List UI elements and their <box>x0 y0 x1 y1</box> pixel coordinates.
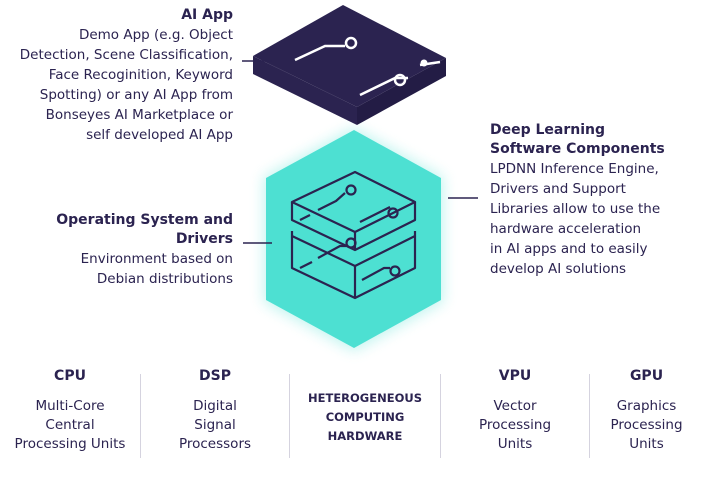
deep-learning-line: Drivers and Support <box>490 181 626 197</box>
hardware-title: CPU <box>54 368 86 384</box>
hardware-title: GPU <box>629 368 664 384</box>
hardware-line: Multi-Core <box>35 398 105 414</box>
circuit-box-icon <box>253 5 446 125</box>
hardware-line: Processing <box>478 417 552 433</box>
deep-learning-line: hardware acceleration <box>490 221 642 237</box>
hardware-line: Units <box>497 436 533 452</box>
divider <box>289 374 290 458</box>
hardware-line: Processing <box>610 417 683 433</box>
deep-learning-line: Libraries allow to use the <box>490 201 661 217</box>
hardware-heterogeneous: HETEROGENEOUS COMPUTING HARDWARE <box>290 389 440 480</box>
hardware-line: Vector <box>493 398 537 414</box>
ai-app-line: Demo App (e.g. Object <box>78 27 233 43</box>
hardware-line: Processing Units <box>14 436 126 452</box>
ai-app-line: Detection, Scene Classification, <box>19 47 233 63</box>
hardware-line: Units <box>629 436 664 452</box>
hardware-line: Processors <box>178 436 252 452</box>
ai-app-title: AI App <box>181 7 233 23</box>
deep-learning-title: Deep Learning <box>490 122 606 138</box>
deep-learning-description: Deep Learning Software Components LPDNN … <box>490 121 665 279</box>
ai-app-line: Face Recoginition, Keyword <box>48 67 233 83</box>
os-line: Debian distributions <box>96 271 233 287</box>
hardware-gpu: GPU Graphics Processing Units <box>590 367 703 458</box>
hardware-title: DSP <box>199 368 231 384</box>
diagram-artwork <box>242 5 478 351</box>
deep-learning-title: Software Components <box>490 141 665 157</box>
divider <box>440 374 441 458</box>
deep-learning-line: in AI apps and to easily <box>490 241 648 257</box>
hardware-cpu: CPU Multi-Core Central Processing Units <box>0 367 140 458</box>
hardware-hetero-line: HETEROGENEOUS <box>308 391 422 405</box>
hardware-line: Central <box>45 417 95 433</box>
stacked-circuit-boxes-icon <box>290 170 417 300</box>
hardware-dsp: DSP Digital Signal Processors <box>141 367 289 458</box>
ai-app-line: self developed AI App <box>86 127 233 143</box>
ai-app-line: Bonseyes AI Marketplace or <box>45 107 233 123</box>
hardware-line: Digital <box>193 398 237 414</box>
hardware-hetero-line: COMPUTING <box>325 410 405 424</box>
os-line: Environment based on <box>80 251 233 267</box>
ai-app-description: AI App Demo App (e.g. Object Detection, … <box>20 6 233 145</box>
divider <box>140 374 141 458</box>
os-description: Operating System and Drivers Environment… <box>0 211 233 289</box>
os-title: Operating System and Drivers <box>56 212 233 247</box>
hardware-title: VPU <box>498 368 532 384</box>
divider <box>589 374 590 458</box>
ai-app-line: Spotting) or any AI App from <box>39 87 233 103</box>
deep-learning-line: develop AI solutions <box>490 261 627 277</box>
hardware-vpu: VPU Vector Processing Units <box>441 367 589 458</box>
hardware-line: Graphics <box>616 398 677 414</box>
hardware-hetero-line: HARDWARE <box>327 429 403 443</box>
hardware-line: Signal <box>194 417 236 433</box>
deep-learning-line: LPDNN Inference Engine, <box>490 161 659 177</box>
